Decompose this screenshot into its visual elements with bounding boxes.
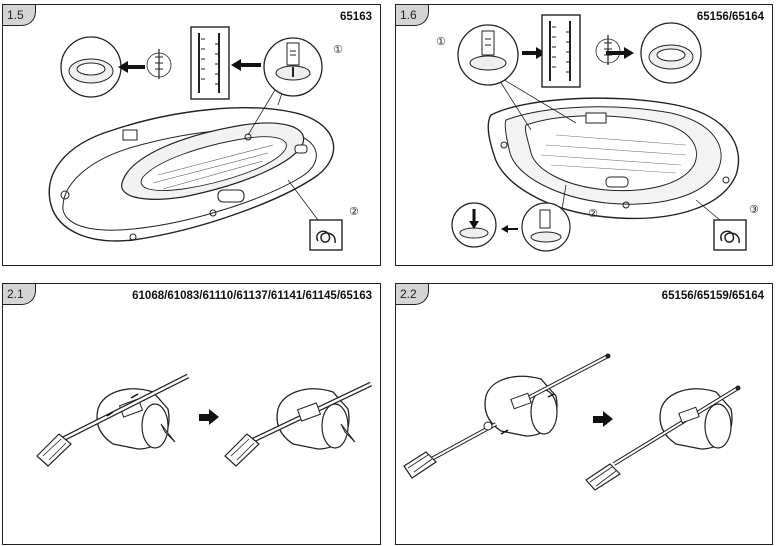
boat-inflation-illustration: ① ② — [48, 26, 359, 251]
model-numbers: 61068/61083/61110/61137/61141/61145/6516… — [132, 290, 372, 302]
marker-3: ③ — [749, 203, 759, 216]
step-number-tab: 2.1 — [3, 284, 36, 305]
pressure-gauge-box — [190, 26, 230, 100]
pump-box — [713, 219, 747, 251]
marker-2: ② — [349, 205, 359, 218]
step-number-tab: 2.2 — [396, 284, 429, 305]
pump-box — [309, 219, 343, 251]
model-numbers: 65163 — [340, 11, 372, 23]
panel-step-1-6: 1.6 65156/65164 — [395, 4, 773, 266]
panel-step-2-2: 2.2 65156/65159/65164 — [395, 283, 773, 545]
step-number-tab: 1.6 — [396, 5, 429, 26]
boat-inflation-illustration: ① ② ③ — [436, 14, 759, 252]
model-numbers: 65156/65164 — [696, 11, 764, 23]
step-number-tab: 1.5 — [3, 5, 36, 26]
panel-step-1-5: 1.5 65163 — [2, 4, 381, 266]
oar-attachment-illustration — [403, 353, 741, 491]
model-numbers: 65156/65159/65164 — [661, 290, 764, 302]
marker-1: ① — [333, 43, 343, 56]
pressure-gauge-box — [541, 14, 581, 88]
marker-1: ① — [436, 35, 446, 48]
marker-2: ② — [588, 207, 598, 220]
panel-step-2-1: 2.1 61068/61083/61110/61137/61141/61145/… — [2, 283, 381, 545]
oar-attachment-illustration — [36, 373, 373, 467]
